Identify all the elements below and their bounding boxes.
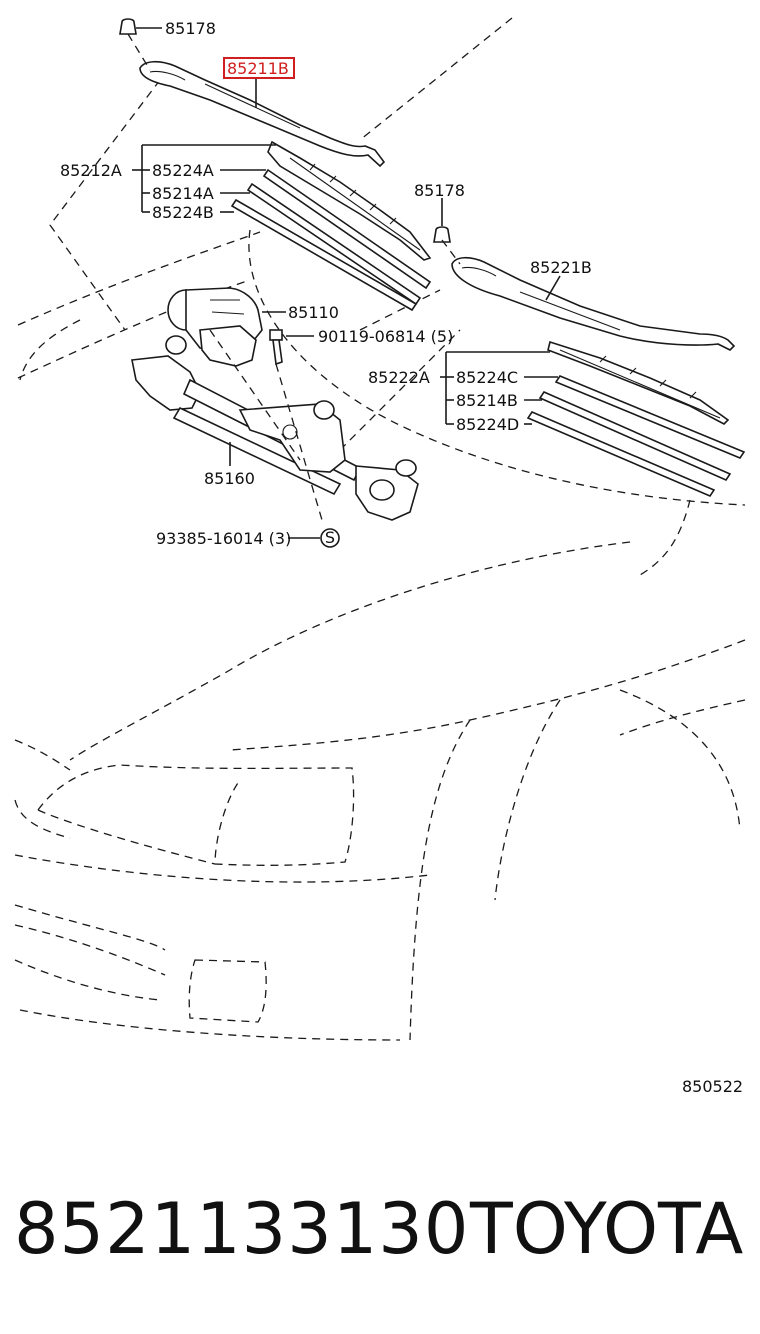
front-blade-rubbers	[230, 168, 432, 312]
label-93385: 93385-16014 (3)	[156, 529, 291, 548]
figure-number: 850522	[682, 1077, 743, 1096]
leader-lines	[132, 27, 561, 539]
footer-brand: TOYOTA	[470, 1188, 744, 1270]
car-body-outline	[14, 17, 746, 1041]
label-85212a: 85212A	[60, 161, 122, 180]
s-symbol: S	[320, 528, 340, 548]
label-85224b: 85224B	[152, 203, 214, 222]
rear-wiper-arm	[451, 256, 736, 351]
label-85224a: 85224A	[152, 161, 214, 180]
label-85221b: 85221B	[530, 258, 592, 277]
label-85214a: 85214A	[152, 184, 214, 203]
label-85214b: 85214B	[456, 391, 518, 410]
label-90119: 90119-06814 (5)	[318, 327, 453, 346]
wiper-motor	[167, 287, 263, 367]
footer-part-number: 8521133130	[14, 1188, 470, 1270]
guide-lines	[127, 33, 461, 521]
label-85110: 85110	[288, 303, 339, 322]
front-wiper-arm	[139, 60, 386, 168]
bolt	[269, 329, 283, 366]
label-85222a: 85222A	[368, 368, 430, 387]
label-85224c: 85224C	[456, 368, 518, 387]
rear-wiper-blade	[547, 340, 730, 425]
wiper-link-assy	[131, 335, 419, 521]
highlight-box	[223, 57, 295, 79]
label-85160: 85160	[204, 469, 255, 488]
label-85178-right: 85178	[414, 181, 465, 200]
s-symbol-text: S	[325, 528, 335, 547]
rear-blade-rubbers	[526, 375, 746, 497]
label-85178-top: 85178	[165, 19, 216, 38]
label-85224d: 85224D	[456, 415, 519, 434]
nut-top	[119, 18, 137, 35]
label-85211b: 85211B	[227, 59, 289, 78]
front-wiper-blade	[267, 140, 432, 261]
nut-right	[433, 226, 451, 243]
